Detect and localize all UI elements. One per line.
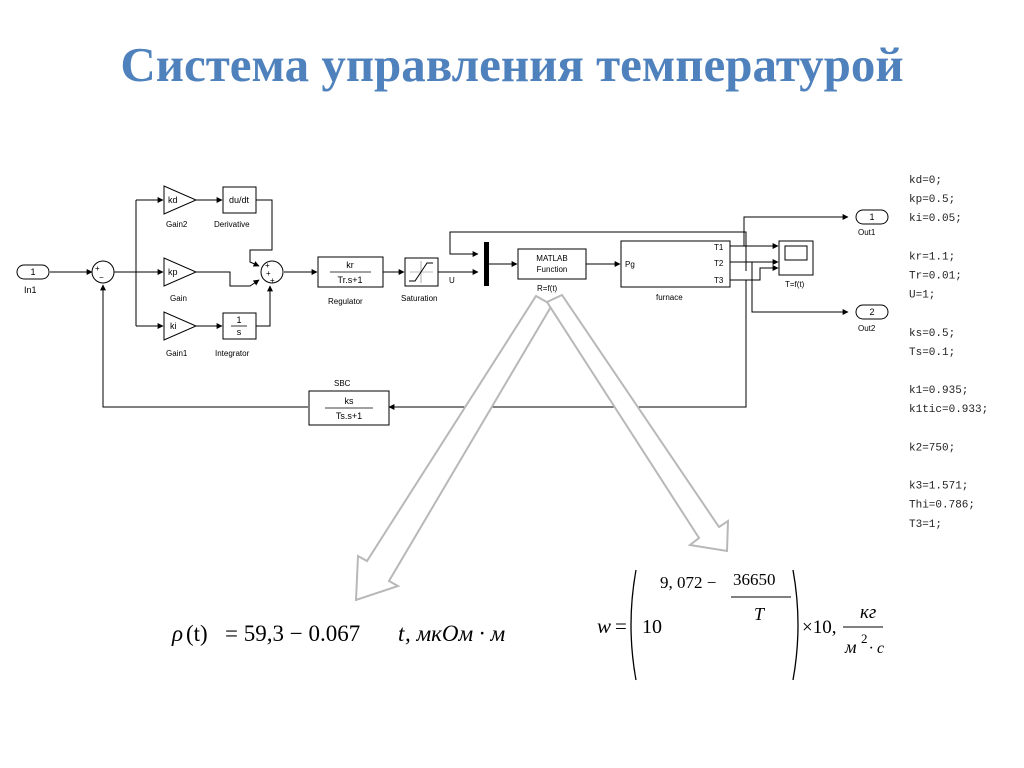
svg-text:kr: kr <box>346 260 354 270</box>
svg-text:= 59,3 − 0.067: = 59,3 − 0.067 <box>225 621 360 646</box>
matlab-function-block[interactable]: MATLAB Function <box>517 248 587 280</box>
callout-arrow-left <box>354 294 554 602</box>
parameter-line: Tr=0.01; <box>909 271 962 283</box>
svg-text:+: + <box>95 264 100 273</box>
gain2-block[interactable]: kd <box>163 185 198 215</box>
parameter-line: k2=750; <box>909 442 955 454</box>
svg-text:9, 072 −: 9, 072 − <box>660 573 716 592</box>
svg-text:MATLAB: MATLAB <box>536 254 567 263</box>
parameter-line: k1tic=0.933; <box>909 404 988 416</box>
out2-port[interactable]: 2 <box>855 304 889 320</box>
saturation-label: Saturation <box>401 294 437 303</box>
svg-text:s: s <box>237 327 242 337</box>
svg-text:Tr.s+1: Tr.s+1 <box>338 275 363 285</box>
formula-w: w = 10 9, 072 − 36650 T ×10, кг м 2 · с <box>597 569 884 681</box>
parameter-line: k1=0.935; <box>909 385 968 397</box>
svg-text:du/dt: du/dt <box>229 195 250 205</box>
svg-text:1: 1 <box>869 212 874 222</box>
svg-text:kp: kp <box>168 267 178 277</box>
regulator-block[interactable]: kr Tr.s+1 <box>317 256 384 288</box>
svg-text:2: 2 <box>869 307 874 317</box>
parameter-line: ks=0.5; <box>909 328 955 340</box>
svg-text:ks: ks <box>345 396 355 406</box>
parameter-line: ki=0.05; <box>909 213 962 225</box>
parameter-line: k3=1.571; <box>909 481 968 493</box>
svg-text:=: = <box>615 614 627 638</box>
svg-text:T1: T1 <box>714 243 724 252</box>
sbc-label: SBC <box>334 379 351 388</box>
svg-text:ki: ki <box>170 321 177 331</box>
parameter-line: kr=1.1; <box>909 251 955 263</box>
parameter-line: U=1; <box>909 290 935 302</box>
parameter-line: kp=0.5; <box>909 194 955 206</box>
svg-text:w: w <box>597 614 611 638</box>
svg-text:ρ: ρ <box>171 621 183 646</box>
svg-text:kd: kd <box>168 195 178 205</box>
svg-text:×10,: ×10, <box>802 617 836 638</box>
derivative-block[interactable]: du/dt <box>222 186 257 214</box>
furnace-label: furnace <box>656 293 683 302</box>
matlab-function-label: R=f(t) <box>537 284 558 293</box>
integrator-block[interactable]: 1 s <box>222 312 257 340</box>
gain-block[interactable]: kp <box>163 257 198 287</box>
gain1-label: Gain1 <box>166 349 188 358</box>
parameter-line: Thi=0.786; <box>909 500 975 512</box>
svg-text:T3: T3 <box>714 276 724 285</box>
parameter-line: kd=0; <box>909 175 942 187</box>
svg-text:, мкОм · м: , мкОм · м <box>405 621 505 646</box>
furnace-block[interactable]: Pg T1 T2 T3 <box>620 240 731 288</box>
svg-text:2: 2 <box>861 631 868 646</box>
svg-text:Ts.s+1: Ts.s+1 <box>336 411 362 421</box>
svg-text:+: + <box>265 261 270 270</box>
derivative-label: Derivative <box>214 220 250 229</box>
in1-label: In1 <box>24 285 37 295</box>
svg-text:(t): (t) <box>186 621 208 646</box>
svg-text:36650: 36650 <box>733 570 776 589</box>
svg-text:Function: Function <box>537 265 568 274</box>
out2-label: Out2 <box>858 324 876 333</box>
svg-text:1: 1 <box>30 267 35 277</box>
svg-text:м: м <box>844 637 857 657</box>
gain1-block[interactable]: ki <box>163 311 198 341</box>
parameter-line: T3=1; <box>909 519 942 531</box>
saturation-block[interactable] <box>404 257 439 287</box>
parameter-line: Ts=0.1; <box>909 347 955 359</box>
svg-text:кг: кг <box>860 602 876 623</box>
svg-text:10: 10 <box>642 616 662 638</box>
svg-text:T2: T2 <box>714 259 724 268</box>
in1-port[interactable]: 1 <box>16 264 50 280</box>
svg-text:−: − <box>99 273 104 282</box>
callout-arrow-right <box>545 293 730 553</box>
scope-label: T=f(t) <box>785 280 805 289</box>
scope-block[interactable] <box>778 240 814 276</box>
svg-text:+: + <box>266 269 271 278</box>
svg-text:1: 1 <box>236 315 241 325</box>
out1-label: Out1 <box>858 228 876 237</box>
formula-rho: ρ (t) = 59,3 − 0.067 t , мкОм · м <box>171 621 505 646</box>
svg-text:+: + <box>270 276 275 285</box>
gain2-label: Gain2 <box>166 220 188 229</box>
sbc-block[interactable]: ks Ts.s+1 <box>308 390 390 426</box>
svg-text:Pg: Pg <box>625 260 635 269</box>
slide-title: Система управления температурой <box>120 37 904 92</box>
integrator-label: Integrator <box>215 349 250 358</box>
regulator-label: Regulator <box>328 297 363 306</box>
gain-label: Gain <box>170 294 187 303</box>
svg-text:· с: · с <box>869 640 884 657</box>
u-label: U <box>449 276 455 285</box>
svg-text:t: t <box>398 621 405 646</box>
signal-lines <box>50 197 849 410</box>
mux-block[interactable] <box>484 242 489 286</box>
svg-text:T: T <box>754 604 766 624</box>
sum1-block[interactable]: + − <box>91 260 115 284</box>
sum2-block[interactable]: + + + <box>260 260 284 285</box>
parameter-list: kd=0; kp=0.5; ki=0.05; kr=1.1; Tr=0.01; U=1; k… <box>909 175 988 531</box>
out1-port[interactable]: 1 <box>855 209 889 225</box>
